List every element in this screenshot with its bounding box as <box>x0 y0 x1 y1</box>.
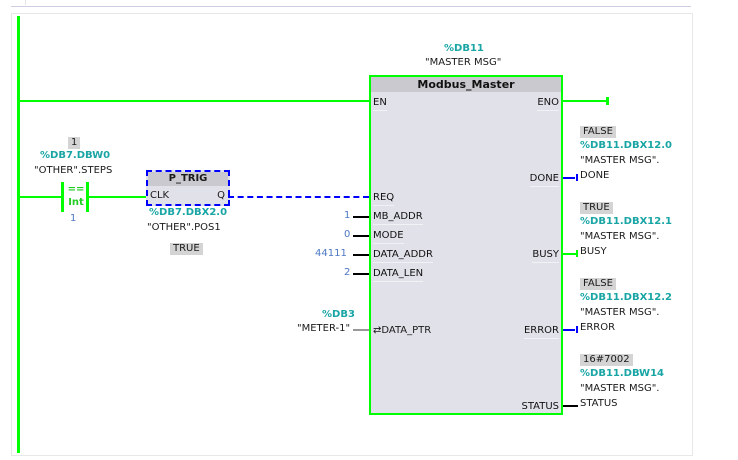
mb-addr-wire <box>353 216 369 218</box>
status-address[interactable]: %DB11.DBW14 <box>580 368 664 379</box>
pin-data-addr: DATA_ADDR <box>373 249 433 263</box>
pin-req: REQ <box>373 192 395 206</box>
busy-monitor-value: TRUE <box>580 202 613 214</box>
inout-icon: ⇄ <box>373 325 382 336</box>
status-name-member[interactable]: STATUS <box>580 398 618 409</box>
left-power-rail <box>17 16 20 453</box>
data-ptr-address[interactable]: %DB3 <box>322 309 355 320</box>
data-addr-wire <box>353 254 369 256</box>
error-end-cap <box>576 326 578 333</box>
done-monitor-value: FALSE <box>580 126 616 138</box>
compare-type: Int <box>68 197 84 208</box>
done-name[interactable]: "MASTER MSG". <box>580 155 660 166</box>
compare-contact-left[interactable] <box>61 182 64 212</box>
modbus-master-block[interactable]: Modbus_Master EN REQ MB_ADDR MODE DATA_A… <box>369 75 563 415</box>
pin-error: ERROR <box>523 325 559 339</box>
error-wire <box>563 329 575 331</box>
busy-address[interactable]: %DB11.DBX12.1 <box>580 216 672 227</box>
eno-wire <box>561 100 607 102</box>
status-wire <box>563 405 578 407</box>
eno-end-cap <box>606 97 609 105</box>
data-addr-value[interactable]: 44111 <box>315 248 347 259</box>
busy-name-member[interactable]: BUSY <box>580 246 607 257</box>
data-ptr-name[interactable]: "METER-1" <box>297 323 351 334</box>
data-len-wire <box>353 273 369 275</box>
data-ptr-wire <box>353 329 369 331</box>
mode-value[interactable]: 0 <box>344 229 351 240</box>
compare-operand2[interactable]: 1 <box>70 213 77 224</box>
p-trig-operand-name[interactable]: "OTHER".POS1 <box>147 222 221 233</box>
network-panel[interactable] <box>11 13 693 456</box>
busy-name[interactable]: "MASTER MSG". <box>580 231 660 242</box>
pin-data-ptr: ⇄DATA_PTR <box>373 325 431 337</box>
pin-mb-addr: MB_ADDR <box>373 211 423 225</box>
busy-end-cap <box>576 250 578 257</box>
p-trig-clk-pin: CLK <box>150 190 170 201</box>
p-trig-operand-address[interactable]: %DB7.DBX2.0 <box>149 207 228 218</box>
busy-wire <box>563 253 577 255</box>
instance-db-name[interactable]: "MASTER MSG" <box>425 57 502 68</box>
done-address[interactable]: %DB11.DBX12.0 <box>580 140 672 151</box>
compare-out-wire <box>89 196 146 198</box>
p-trig-q-pin: Q <box>217 190 225 201</box>
done-wire <box>563 177 575 179</box>
instance-db-address[interactable]: %DB11 <box>444 43 484 54</box>
status-name[interactable]: "MASTER MSG". <box>580 383 660 394</box>
pin-data-ptr-label: DATA_PTR <box>381 325 432 336</box>
p-trig-title: P_TRIG <box>148 172 228 186</box>
compare-monitor-value: 1 <box>68 137 81 149</box>
pin-en: EN <box>373 97 387 111</box>
ruler-tick <box>25 0 26 5</box>
pin-status: STATUS <box>521 401 559 412</box>
data-len-value[interactable]: 2 <box>344 267 351 278</box>
error-name-member[interactable]: ERROR <box>580 322 616 333</box>
pin-done: DONE <box>529 173 559 187</box>
compare-operand-address[interactable]: %DB7.DBW0 <box>40 150 111 161</box>
mb-addr-value[interactable]: 1 <box>344 210 351 221</box>
editor-separator <box>11 6 691 7</box>
en-wire <box>17 100 369 102</box>
block-title: Modbus_Master <box>371 77 561 92</box>
p-trig-block[interactable]: P_TRIG CLK Q <box>146 170 230 206</box>
compare-in-wire <box>17 196 62 198</box>
done-name-member[interactable]: DONE <box>580 170 610 181</box>
pin-data-len: DATA_LEN <box>373 268 424 282</box>
status-monitor-value: 16#7002 <box>580 354 633 366</box>
req-wire <box>228 196 369 198</box>
compare-operand-name[interactable]: "OTHER".STEPS <box>34 165 113 176</box>
error-address[interactable]: %DB11.DBX12.2 <box>580 292 672 303</box>
pin-mode: MODE <box>373 230 404 244</box>
compare-operator: == <box>67 184 85 195</box>
error-name[interactable]: "MASTER MSG". <box>580 307 660 318</box>
done-end-cap <box>576 174 578 181</box>
p-trig-monitor-value: TRUE <box>170 243 203 255</box>
mode-wire <box>353 235 369 237</box>
pin-busy: BUSY <box>532 249 559 263</box>
compare-contact-right[interactable] <box>86 182 89 212</box>
error-monitor-value: FALSE <box>580 278 616 290</box>
pin-eno: ENO <box>537 97 559 111</box>
